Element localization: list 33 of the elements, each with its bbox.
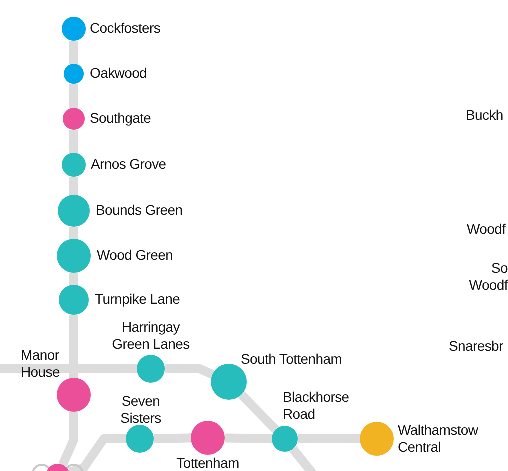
station-name: Walthamstow Central [398,422,480,456]
station-name: Wood Green [97,247,174,264]
station-name: Harringay Green Lanes [111,319,191,353]
track-line [70,315,78,378]
station-name: Tottenham [176,455,240,471]
station-name: South Tottenham [241,351,342,368]
track-line [0,364,137,374]
track-line [298,434,360,444]
station-name: Cockfosters [90,20,161,37]
station-name: Blackhorse Road [283,389,350,423]
station-name: Southgate [90,110,152,127]
track-line [58,412,78,467]
track-line [224,434,272,444]
track-line [165,364,214,379]
station-name: Oakwood [90,65,148,82]
track-line [154,434,192,444]
station-name: Arnos Grove [91,156,166,173]
track-line [70,84,78,108]
station-name: Turnpike Lane [95,291,180,308]
station-name: Buckh [466,107,504,124]
track-line [238,392,280,433]
station-name: Seven Sisters [120,393,162,427]
station-name: Snaresbr [449,338,504,355]
track-line [70,41,78,64]
station-name: Bounds Green [96,202,183,219]
station-name: Woodf [467,221,506,238]
track-line [70,273,78,285]
station-name: Manor House [21,347,61,381]
track-line [68,434,126,471]
track-line [70,130,78,153]
track-line [70,227,78,239]
track-line [70,177,78,195]
station-name: So Woodf [468,260,508,294]
